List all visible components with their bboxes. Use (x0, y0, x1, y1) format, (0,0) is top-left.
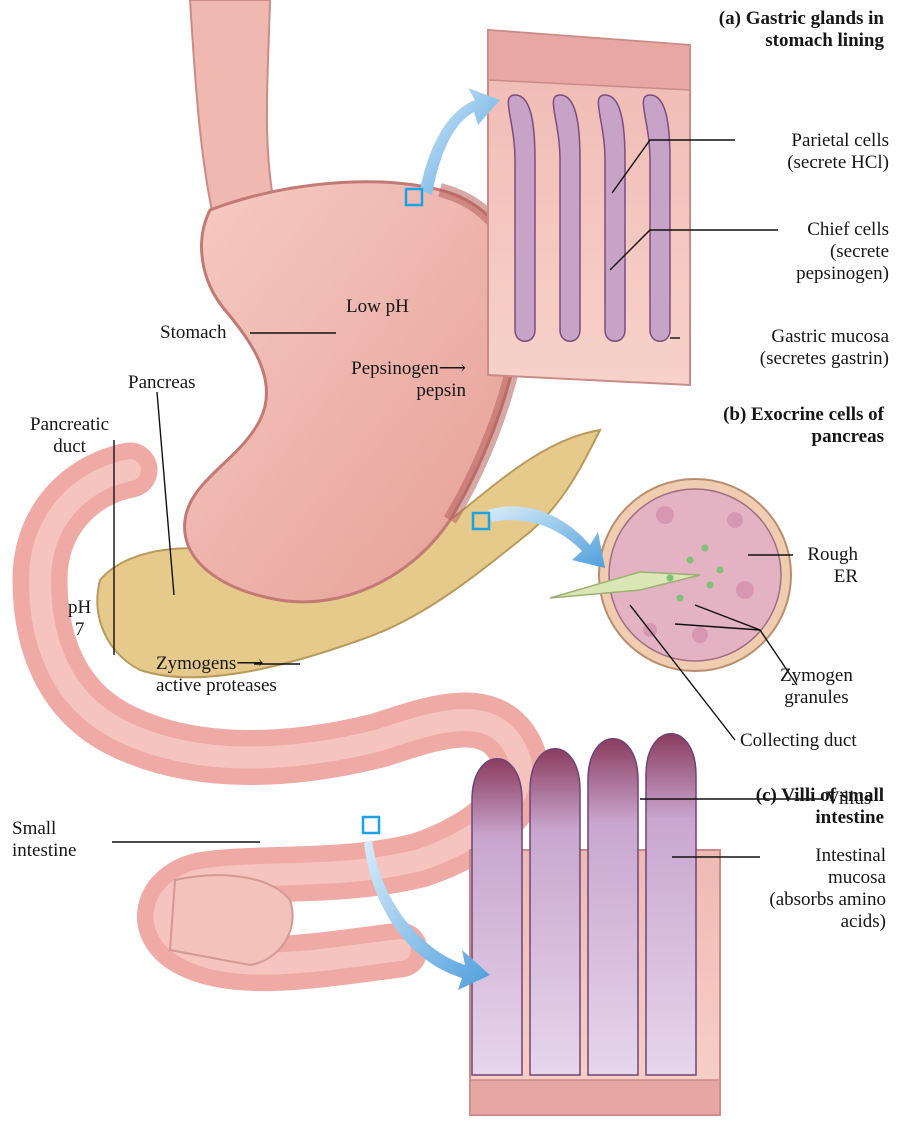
label-pepsinogen: Pepsinogen⟶ pepsin (351, 358, 466, 402)
label-pancreatic-duct-line2: duct (30, 436, 109, 458)
label-pepsinogen-line1: Pepsinogen⟶ (351, 358, 466, 380)
label-gastric-mucosa-line2: (secretes gastrin) (760, 348, 889, 370)
label-pancreatic-duct: Pancreatic duct (30, 414, 109, 458)
label-rough-er: Rough ER (807, 544, 858, 588)
label-intestinal-mucosa-line4: acids) (769, 911, 886, 933)
panel-b-title-line2: pancreas (723, 426, 884, 448)
panel-a-title-line1: (a) Gastric glands in (719, 8, 884, 30)
label-chief-line2: (secrete (796, 241, 889, 263)
small-intestine-end (170, 875, 293, 965)
label-gastric-mucosa: Gastric mucosa (secretes gastrin) (760, 326, 889, 370)
label-intestinal-mucosa: Intestinal mucosa (absorbs amino acids) (769, 845, 886, 933)
label-ph-7: pH 7 (68, 597, 91, 641)
label-parietal-cells: Parietal cells (secrete HCl) (787, 130, 889, 174)
panel-b-title-line1: (b) Exocrine cells of (723, 404, 884, 426)
label-parietal-line2: (secrete HCl) (787, 152, 889, 174)
label-collecting-duct: Collecting duct (740, 730, 857, 752)
label-ph-7-line1: pH (68, 597, 91, 619)
panel-c-title-line2: intestine (756, 807, 884, 829)
label-zymogens-line2: active proteases (156, 675, 277, 697)
panel-a-title-line2: stomach lining (719, 30, 884, 52)
marker-c (363, 817, 379, 833)
label-low-ph: Low pH (346, 296, 409, 318)
label-chief-line3: pepsinogen) (796, 263, 889, 285)
label-zymogens-line1: Zymogens⟶ (156, 653, 277, 675)
label-intestinal-mucosa-line2: mucosa (769, 867, 886, 889)
label-gastric-mucosa-line1: Gastric mucosa (760, 326, 889, 348)
gastric-gland-block (488, 30, 690, 385)
label-small-intestine-line1: Small (12, 818, 76, 840)
label-pepsin-line2: pepsin (351, 380, 466, 402)
villi-block (470, 734, 720, 1115)
label-rough-er-line1: Rough (807, 544, 858, 566)
label-zymogen-granules: Zymogen granules (780, 665, 853, 709)
panel-b-title: (b) Exocrine cells of pancreas (723, 404, 884, 448)
label-ph-7-line2: 7 (68, 619, 91, 641)
label-rough-er-line2: ER (807, 566, 858, 588)
label-chief-cells: Chief cells (secrete pepsinogen) (796, 219, 889, 285)
label-small-intestine: Small intestine (12, 818, 76, 862)
label-zymogen-granules-line1: Zymogen (780, 665, 853, 687)
label-pancreatic-duct-line1: Pancreatic (30, 414, 109, 436)
label-intestinal-mucosa-line3: (absorbs amino (769, 889, 886, 911)
esophagus (190, 0, 275, 225)
label-small-intestine-line2: intestine (12, 840, 76, 862)
panel-a-title: (a) Gastric glands in stomach lining (719, 8, 884, 52)
label-zymogen-granules-line2: granules (780, 687, 853, 709)
label-zymogens: Zymogens⟶ active proteases (156, 653, 277, 697)
label-chief-line1: Chief cells (796, 219, 889, 241)
pancreatic-acinus (550, 479, 791, 671)
label-villus: Villus (826, 788, 871, 810)
label-intestinal-mucosa-line1: Intestinal (769, 845, 886, 867)
label-pancreas: Pancreas (128, 372, 196, 394)
label-parietal-line1: Parietal cells (787, 130, 889, 152)
label-stomach: Stomach (160, 322, 227, 344)
